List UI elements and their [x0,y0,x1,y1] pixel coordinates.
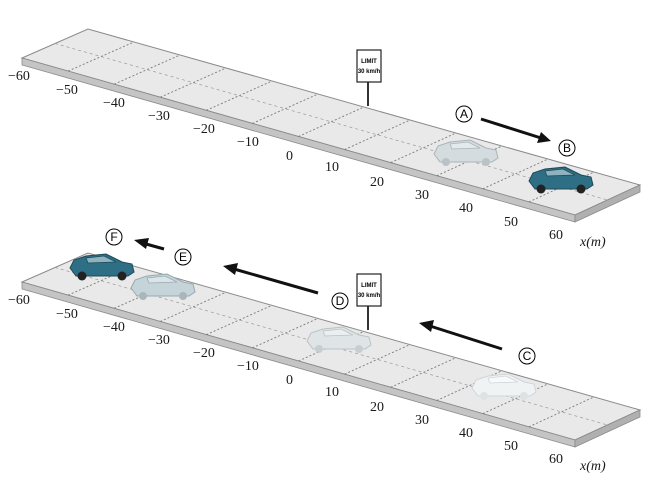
top-road-dividers [54,41,608,203]
sign-line1: LIMIT [361,283,377,289]
tick-label: −60 [8,293,30,308]
tick-label: 50 [504,439,518,454]
road-divider [113,54,181,85]
car-ghost-icon [306,326,372,353]
top-ticks: −60 −50 −40 −30 −20 −10 0 10 20 30 40 50… [8,69,606,250]
tick-label: 10 [325,160,339,175]
tick-label: 20 [370,400,384,415]
point-label-c: C [518,347,536,365]
bottom-road-side [21,281,576,448]
bottom-road [20,252,642,448]
motion-arrow-left [223,263,319,295]
speed-limit-sign: LIMIT 30 km/h [356,49,382,106]
car-ghost-icon [471,373,537,400]
motion-arrow-left [134,238,165,251]
axis-label: x(m) [579,459,606,474]
tick-label: 0 [286,149,293,164]
point-label-a: A [455,105,473,123]
car-icon [69,253,135,281]
point-label-b: B [558,139,576,157]
svg-text:E: E [179,250,187,264]
bottom-panel: −60 −50 −40 −30 −20 −10 0 10 20 30 40 50… [8,228,642,474]
sign-line1: LIMIT [361,59,377,65]
tick-label: 60 [549,452,563,467]
road-divider [67,41,135,72]
sign-board [356,49,382,83]
top-road [20,28,642,223]
speed-limit-sign: LIMIT 30 km/h [356,273,382,330]
tick-label: 0 [286,373,293,388]
tick-label: −50 [56,307,78,322]
bottom-ticks: −60 −50 −40 −30 −20 −10 0 10 20 30 40 50… [8,293,606,474]
tick-label: −10 [237,135,259,150]
tick-label: −30 [148,109,170,124]
svg-text:F: F [110,230,117,244]
tick-label: 30 [415,413,429,428]
tick-label: −30 [148,333,170,348]
tick-label: 50 [504,215,518,230]
tick-label: −40 [103,96,125,111]
car-ghost-icon [130,273,196,300]
car-ghost-icon [433,139,499,166]
point-label-f: F [105,228,123,246]
top-panel: −60 −50 −40 −30 −20 −10 0 10 20 30 40 50… [8,28,642,250]
sign-board [356,273,382,307]
car-icon [528,166,594,194]
axis-label: x(m) [579,235,606,250]
svg-text:C: C [523,349,532,363]
tick-label: −50 [56,83,78,98]
tick-label: 10 [325,385,339,400]
tick-label: 60 [549,228,563,243]
tick-label: 40 [459,426,473,441]
tick-label: −40 [103,320,125,335]
top-road-side [21,57,576,223]
tick-label: −60 [8,69,30,84]
sign-line2: 30 km/h [358,69,381,75]
tick-label: −20 [193,346,215,361]
sign-line2: 30 km/h [358,293,381,299]
point-label-e: E [174,248,192,266]
motion-arrow-right [480,117,551,143]
tick-label: 40 [459,201,473,216]
point-label-d: D [331,292,349,310]
svg-text:D: D [336,294,345,308]
tick-label: 30 [415,188,429,203]
motion-arrow-left [419,320,503,351]
tick-label: −20 [193,122,215,137]
tick-label: −10 [237,359,259,374]
tick-label: 20 [370,175,384,190]
svg-text:B: B [563,141,571,155]
bottom-road-end [574,409,641,448]
svg-text:A: A [460,107,468,121]
top-road-end [574,184,641,223]
